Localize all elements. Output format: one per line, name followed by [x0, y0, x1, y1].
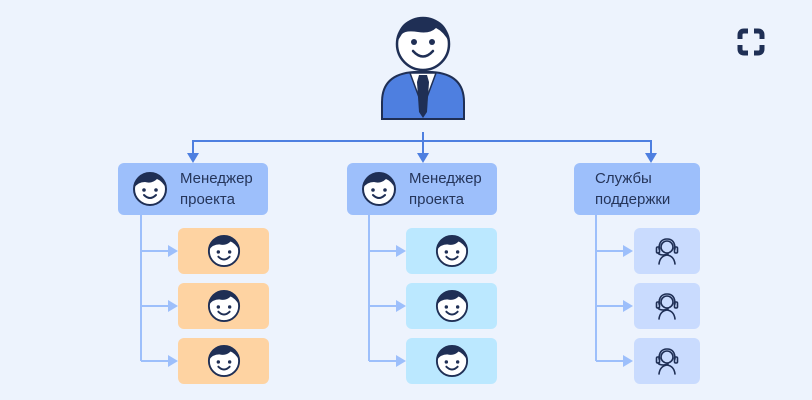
secondary-connector-lines [140, 215, 625, 362]
branch-3-label-line1: Службы [595, 170, 652, 187]
face-icon [133, 172, 167, 206]
branch-2-label-line2: проекта [409, 191, 464, 208]
primary-connector-lines [192, 132, 652, 156]
branch-3-label-line2: поддержки [595, 191, 671, 208]
branch-2-leaf-1 [406, 228, 497, 274]
branch-2-manager-box: Менеджер проекта [347, 163, 497, 215]
secondary-arrowheads [168, 245, 633, 367]
branch-1-leaf-2 [178, 283, 269, 329]
branch-1-label: Менеджер проекта [180, 168, 253, 210]
branch-3-support-box: Службы поддержки [574, 163, 700, 215]
brand-logo-icon [737, 28, 765, 56]
face-icon [207, 344, 240, 378]
branch-3-leaf-3 [634, 338, 700, 384]
branch-1-manager-box: Менеджер проекта [118, 163, 268, 215]
branch-2-leaf-3 [406, 338, 497, 384]
root-manager [378, 12, 468, 122]
headset-operator-icon [655, 348, 679, 375]
face-icon [435, 289, 468, 323]
manager-person-icon [381, 16, 465, 120]
face-icon [207, 234, 240, 268]
branch-3-leaf-1 [634, 228, 700, 274]
branch-2-leaf-2 [406, 283, 497, 329]
branch-3-leaf-2 [634, 283, 700, 329]
face-icon [435, 234, 468, 268]
face-icon [207, 289, 240, 323]
branch-1-leaf-1 [178, 228, 269, 274]
branch-1-label-line1: Менеджер [180, 170, 253, 187]
face-icon [362, 172, 396, 206]
branch-3-label: Службы поддержки [595, 168, 670, 210]
branch-1-leaf-3 [178, 338, 269, 384]
face-icon [435, 344, 468, 378]
branch-2-label: Менеджер проекта [409, 168, 482, 210]
branch-2-label-line1: Менеджер [409, 170, 482, 187]
primary-arrowheads [187, 153, 657, 163]
headset-operator-icon [655, 238, 679, 265]
headset-operator-icon [655, 293, 679, 320]
branch-1-label-line2: проекта [180, 191, 235, 208]
brand-logo [735, 26, 767, 58]
